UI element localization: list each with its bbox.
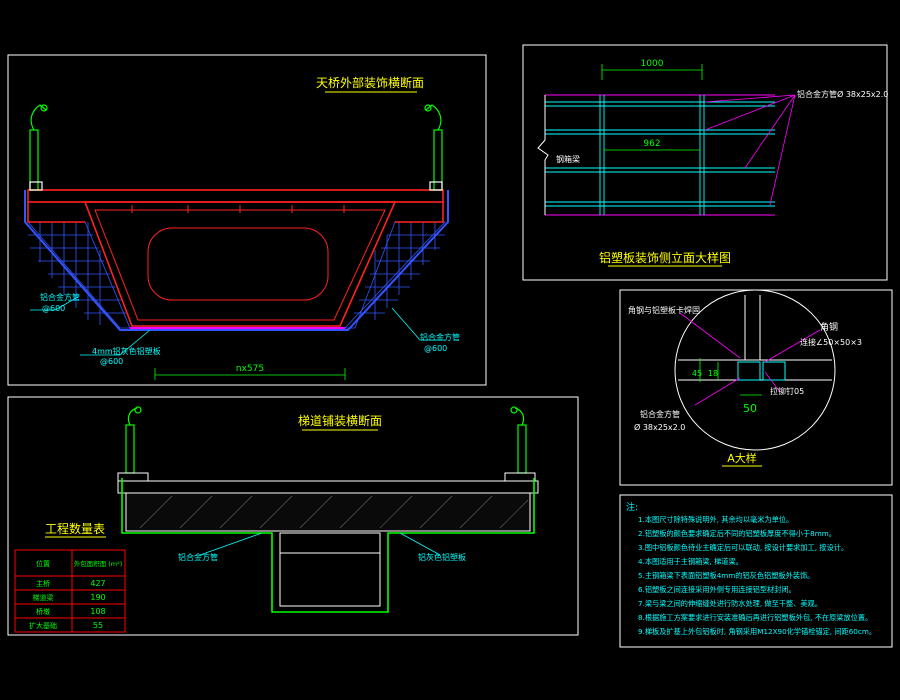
panel-bridge-section: 天桥外部装饰横断面 [7, 54, 487, 386]
label-pipe-spec: Ø 38x25x2.0 [634, 422, 685, 432]
note-item: 3.图中铝板颜色待业主确定后可以联动, 按设计要求加工, 按设计。 [638, 543, 848, 552]
leaders-a [30, 296, 445, 356]
label-rivet: 拉铆钉05 [770, 386, 804, 396]
deck-slab [117, 472, 539, 532]
dim-50: 50 [743, 402, 757, 415]
table-cell: 55 [93, 621, 103, 630]
label-right-pipe-spacing: @600 [424, 344, 447, 353]
table-title: 工程数量表 [45, 521, 105, 536]
note-item: 5.主钢箱梁下表面铝塑板4mm的铝灰色铝塑板外装饰。 [638, 571, 814, 580]
railing-right [424, 104, 443, 191]
panel-frame [522, 44, 888, 281]
label-angle-spec: 连接∠50×50×3 [800, 337, 862, 347]
leaders-b [704, 94, 796, 206]
table-grid [14, 549, 126, 633]
panel-stair-section: 梯道铺装横断面 [7, 396, 579, 636]
dimension-nx575 [154, 368, 346, 380]
railing-left [29, 104, 48, 191]
dim-45: 45 [692, 369, 702, 378]
note-item: 6.铝塑板之间连接采用外侧专用连接铝型材封闭。 [638, 585, 796, 594]
note-item: 8.根据施工方案要求进行安装准确后再进行铝塑板外包, 不在原梁放位置。 [638, 613, 872, 622]
note-item: 1.本图尺寸除特殊说明外, 其余均以毫米为单位。 [638, 515, 793, 524]
panel-c-title: A大样 [727, 451, 757, 465]
label-stair-pipe: 铝合金方管 [178, 552, 218, 562]
label-stair-plate: 铝灰色铝塑板 [418, 552, 466, 562]
note-item: 2.铝塑板的颜色要求确定后不同的铝塑板厚度不得小于8mm。 [638, 529, 836, 538]
panel-a-title: 天桥外部装饰横断面 [316, 75, 424, 90]
dim-nx575: nx575 [236, 364, 264, 374]
label-bottom-plate-spacing: @600 [100, 357, 123, 366]
label-pipe: 铝合金方管 [640, 409, 680, 419]
dim-1000: 1000 [641, 59, 664, 69]
table-cell: 427 [90, 579, 105, 588]
panel-d-title: 梯道铺装横断面 [298, 413, 382, 428]
label-steel-girder: 钢箱梁 [556, 154, 580, 164]
label-angle: 角钢 [820, 321, 838, 333]
label-aluminum-pipe: 铝合金方管Ø 38x25x2.0 [797, 89, 888, 99]
table-header-position: 位置 [36, 559, 50, 568]
elevation-outline [545, 94, 775, 216]
panel-detail-a: 50 45 18 角钢与铝塑板卡焊固 角钢 连接∠50×50×3 拉铆钉05 铝… [619, 289, 893, 486]
table-row: 梯道梁 [33, 593, 54, 602]
label-left-pipe: 铝合金方管 [40, 292, 80, 302]
panel-frame [7, 54, 487, 386]
table-cell: 108 [90, 607, 105, 616]
stair-cladding [121, 478, 535, 613]
table-row: 桥墩 [36, 607, 50, 616]
dim-962: 962 [643, 139, 660, 149]
box-girder [27, 189, 444, 327]
detail-pipe [737, 361, 786, 381]
notes-heading: 注: [626, 501, 638, 513]
panel-b-title: 铝塑板装饰侧立面大样图 [599, 250, 731, 265]
cladding-mesh-left [27, 221, 131, 329]
break-line [537, 95, 549, 215]
note-item: 4.本图适用于主钢箱梁, 梯道梁。 [638, 557, 743, 566]
stair-beam [279, 532, 381, 607]
dimension-1000 [601, 64, 703, 80]
panel-frame [7, 396, 579, 636]
table-cell: 190 [90, 593, 105, 602]
table-header-area: 外包面积面 (m²) [74, 559, 123, 568]
quantity-table: 工程数量表 位置 外包面积面 (m²) 主桥 427 梯道梁 190 桥墩 10… [14, 521, 126, 633]
label-bottom-plate: 4mm铝灰色铝塑板 [92, 346, 161, 356]
panel-frame [619, 494, 893, 648]
table-row: 扩大基础 [29, 621, 57, 630]
panel-side-elevation: 1000 962 钢箱梁 铝合金方管Ø 38x25x2.0 铝塑板装饰侧立面大样… [522, 44, 888, 281]
elevation-grid [545, 95, 775, 215]
table-row: 主桥 [36, 579, 50, 588]
leaders-c [679, 312, 821, 406]
detail-circle [674, 289, 836, 451]
note-item: 9.梯板及扩基上外包铝板时, 角钢采用M12X90化学锚栓锚定, 间距60cm。 [638, 627, 876, 636]
notes-panel: 注: 1.本图尺寸除特殊说明外, 其余均以毫米为单位。 2.铝塑板的颜色要求确定… [619, 494, 893, 648]
label-left-pipe-spacing: @600 [42, 304, 65, 313]
dim-18: 18 [708, 369, 718, 378]
detail-dims [699, 358, 762, 396]
cladding-outline [24, 190, 449, 331]
label-weld: 角钢与铝塑板卡焊固 [628, 305, 700, 315]
note-item: 7.梁与梁之间的伸缩缝处进行防水处理, 做至干整、美观。 [638, 599, 822, 608]
label-right-pipe: 铝合金方管 [420, 332, 460, 342]
leaders-d [199, 532, 441, 556]
